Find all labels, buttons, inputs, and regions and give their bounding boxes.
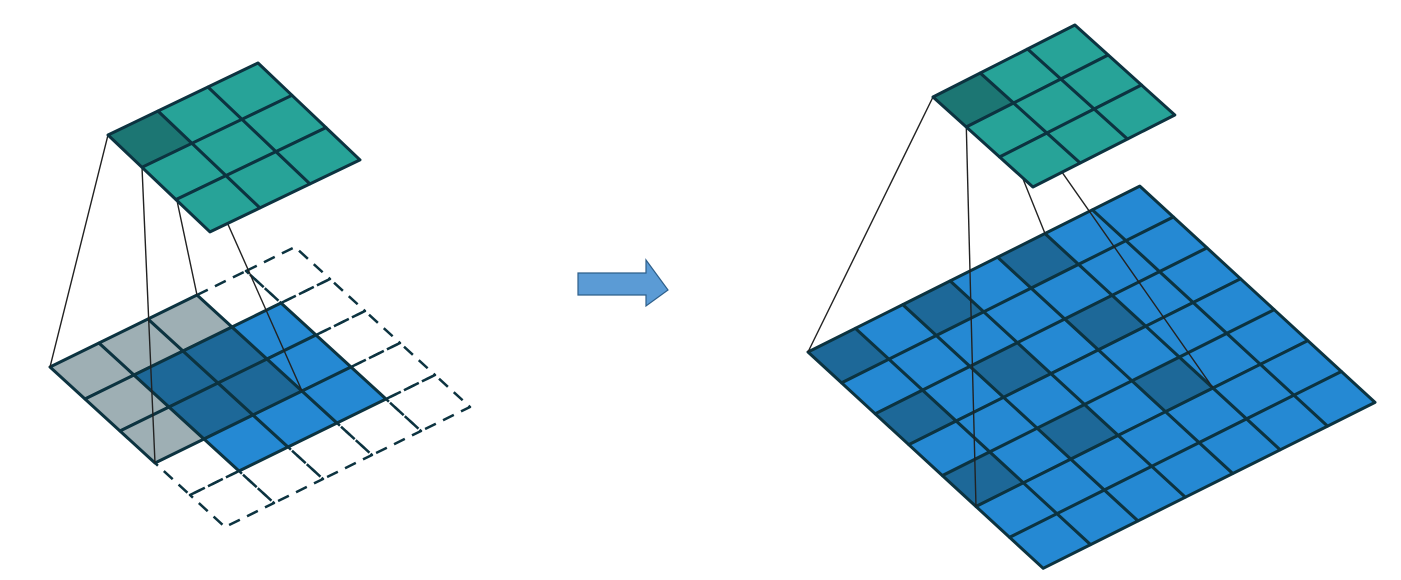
projection-line xyxy=(49,134,109,368)
padding-cell xyxy=(279,277,367,337)
projection-line xyxy=(965,126,977,507)
padding-cell xyxy=(384,373,472,433)
padding-cell xyxy=(244,245,332,305)
padding-cell xyxy=(335,397,423,457)
padding-cell xyxy=(349,341,437,401)
input-cell xyxy=(300,365,388,425)
padding-cell xyxy=(188,469,276,529)
output-cell xyxy=(274,126,362,186)
right-arrow-icon xyxy=(577,258,669,308)
projection-line xyxy=(807,96,934,353)
output-cell xyxy=(1092,83,1177,141)
padding-cell xyxy=(314,309,402,369)
padding-cell xyxy=(237,445,325,505)
left-panel-standard-convolution xyxy=(48,61,472,529)
input-cell xyxy=(1292,370,1377,428)
right-panel-dilated-convolution xyxy=(806,23,1377,570)
padding-cell xyxy=(286,421,374,481)
transform-arrow xyxy=(577,258,669,308)
projection-line xyxy=(141,167,156,464)
